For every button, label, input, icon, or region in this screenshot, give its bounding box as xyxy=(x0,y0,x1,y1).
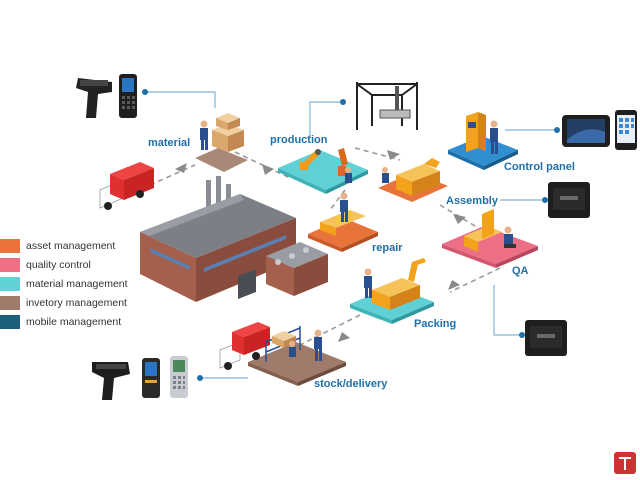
legend-label: mobile management xyxy=(26,316,122,328)
flow-arrows xyxy=(175,150,466,342)
rugged-handheld-icon xyxy=(119,74,137,118)
robot-arm-icon xyxy=(424,158,440,168)
production-platform xyxy=(278,150,368,190)
packing-station xyxy=(350,258,434,324)
stage-label-material: material xyxy=(148,137,191,149)
worker-icon xyxy=(382,167,389,183)
repair-station xyxy=(308,192,378,252)
seated-worker-icon xyxy=(504,226,516,248)
worker-icon xyxy=(364,268,372,298)
stock-platform xyxy=(248,342,346,382)
worker-icon xyxy=(490,120,498,154)
stage-label-stock-delivery: stock/delivery xyxy=(314,378,388,390)
legend-label: invetory management xyxy=(26,297,127,309)
delivery-truck-icon xyxy=(99,162,154,210)
material-station xyxy=(99,113,248,210)
material-platform xyxy=(195,148,248,172)
corner-watermark-icon xyxy=(614,452,636,474)
legend-item-inventory-management: invetory management xyxy=(0,296,127,310)
pistol-scanner-icon xyxy=(92,362,130,400)
legend-swatch xyxy=(0,315,20,329)
packing-machine-icon xyxy=(372,278,420,310)
smartphone-icon xyxy=(615,110,637,150)
legend-item-asset-management: asset management xyxy=(0,239,115,253)
factory-building-icon xyxy=(140,176,328,302)
worker-icon xyxy=(340,192,348,222)
handheld-scanner-icon xyxy=(76,78,112,118)
control-panel-station xyxy=(448,112,518,170)
legend-swatch xyxy=(0,239,20,253)
worker-icon xyxy=(345,167,352,183)
delivery-truck-icon xyxy=(219,322,270,370)
qa-machine-icon xyxy=(464,209,502,252)
stock-delivery-station xyxy=(219,322,346,386)
robot-arm-icon-2 xyxy=(338,148,348,176)
box-stack-icon xyxy=(272,331,296,348)
legend-label: quality control xyxy=(26,259,91,271)
rugged-tablet-icon xyxy=(562,115,610,147)
android-handheld-icon xyxy=(142,358,160,398)
robot-arm-icon xyxy=(408,258,426,282)
stage-label-production: production xyxy=(270,134,328,146)
box-stack-icon xyxy=(212,113,244,152)
shelf-rack-icon xyxy=(265,326,301,362)
robot-arm-icon xyxy=(300,149,321,170)
legend-label: asset management xyxy=(26,240,116,252)
keypad-handheld-icon xyxy=(170,356,188,398)
legend-swatch xyxy=(0,296,20,310)
legend-label: material management xyxy=(26,278,128,290)
stage-label-qa: QA xyxy=(512,265,529,277)
wall-terminal-icon xyxy=(548,182,590,218)
assembly-machine-icon xyxy=(396,164,440,196)
connector-lines xyxy=(145,91,557,379)
connector-dots xyxy=(142,89,560,381)
legend-item-quality-control: quality control xyxy=(0,258,91,272)
stage-label-control-panel: Control panel xyxy=(504,161,575,173)
stage-label-assembly: Assembly xyxy=(446,195,498,207)
qa-terminal-icon xyxy=(525,320,567,356)
control-panel-platform xyxy=(448,136,518,166)
control-cabinet-icon xyxy=(466,112,486,152)
legend-item-mobile-management: mobile management xyxy=(0,315,121,329)
repair-platform xyxy=(308,218,378,248)
worker-icon xyxy=(314,329,322,361)
legend-swatch xyxy=(0,258,20,272)
qa-station xyxy=(442,209,538,268)
assembly-station xyxy=(378,158,448,202)
legend-item-material-management: material management xyxy=(0,277,128,291)
production-station xyxy=(278,148,368,194)
stage-label-packing: Packing xyxy=(414,318,457,330)
gantry-machine-icon xyxy=(356,82,418,130)
worker-icon-2 xyxy=(289,341,296,357)
stage-label-repair: repair xyxy=(372,242,403,254)
legend-swatch xyxy=(0,277,20,291)
worker-icon xyxy=(200,120,208,150)
